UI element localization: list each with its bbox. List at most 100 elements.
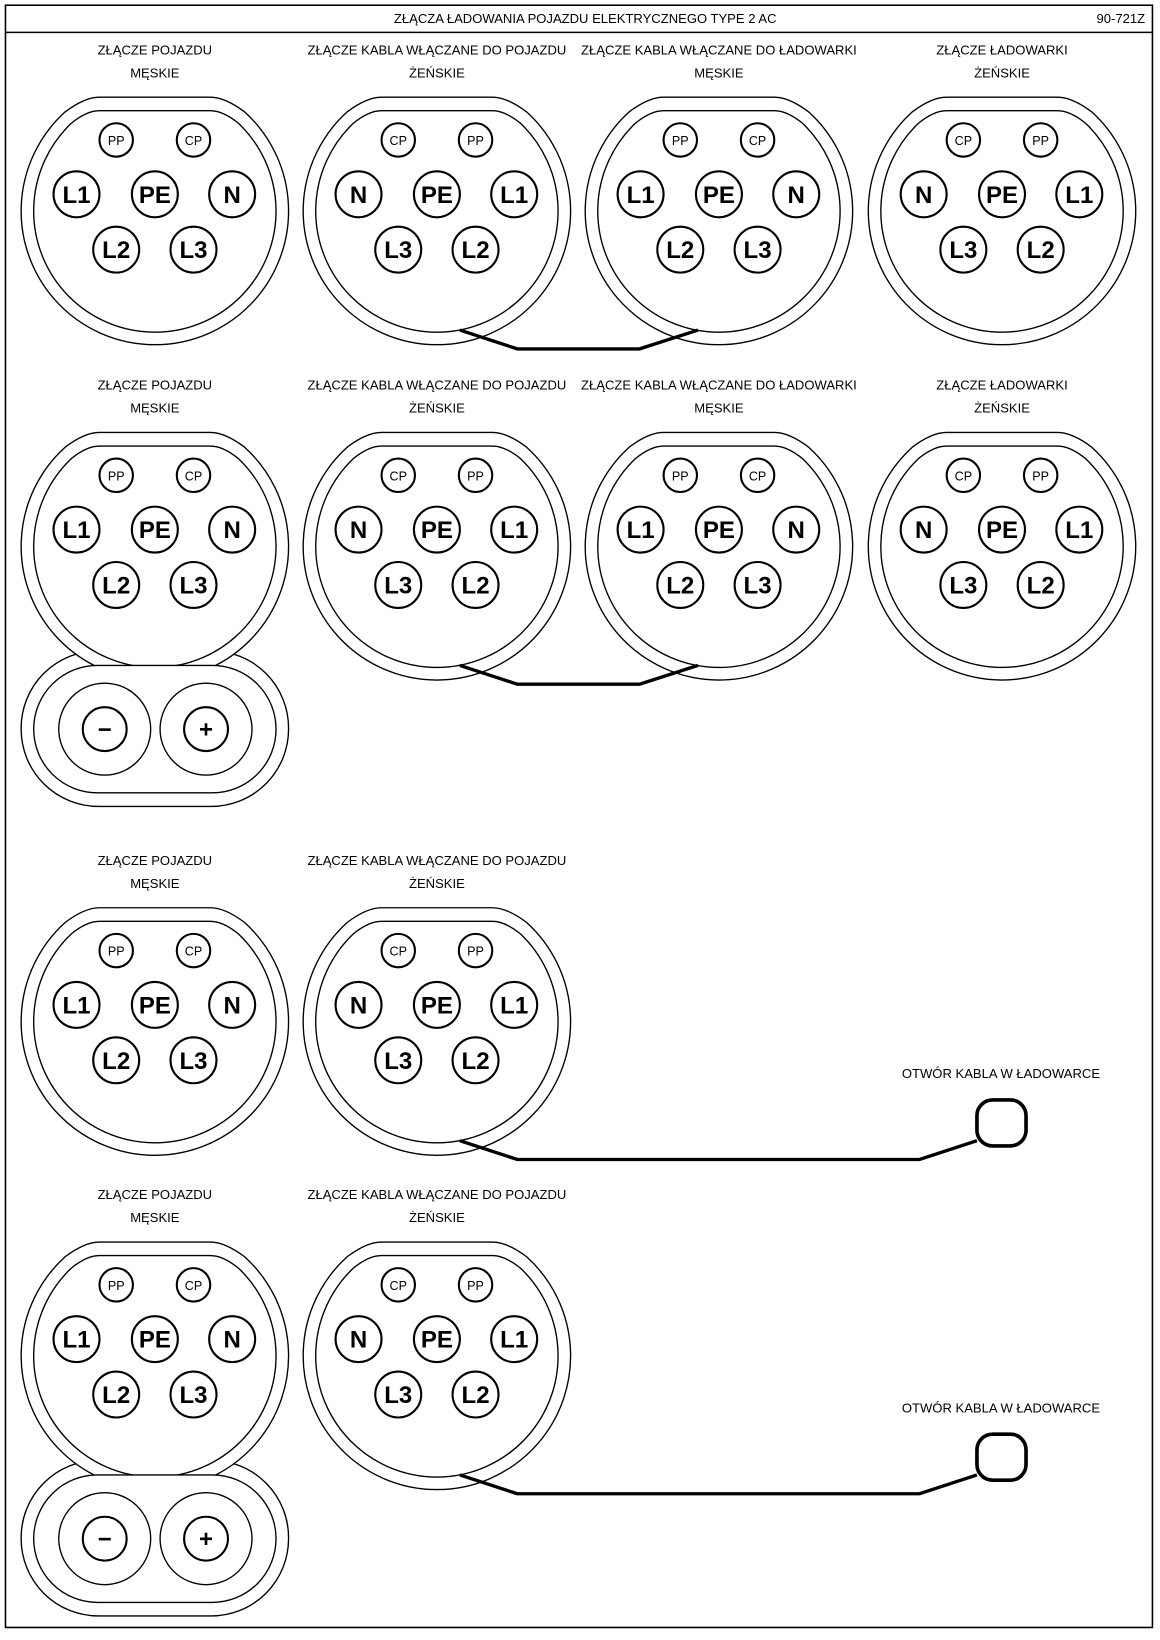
pin-cp: CP xyxy=(945,122,982,158)
pin-label: − xyxy=(98,1526,112,1553)
pin-label: L3 xyxy=(179,237,207,264)
pin-pp: PP xyxy=(457,932,494,969)
pin-contact-icon xyxy=(733,225,782,274)
pin-label: L3 xyxy=(384,1048,412,1075)
pin-label: L1 xyxy=(627,517,655,544)
pin-contact-icon xyxy=(130,170,179,219)
pin-pe: PE xyxy=(412,170,461,219)
pin-label: L3 xyxy=(744,237,772,264)
charging-cable xyxy=(459,663,699,686)
connector-title: ZŁĄCZE KABLA WŁĄCZANE DO POJAZDU xyxy=(307,42,566,57)
pin-contact-icon xyxy=(92,560,141,609)
pin-pp: PP xyxy=(98,1267,134,1303)
pin-n: N xyxy=(208,170,257,219)
pin-plus: + xyxy=(183,1515,230,1562)
pin-label: L1 xyxy=(62,1327,90,1354)
pin-label: L3 xyxy=(384,573,412,600)
pin-contact-icon xyxy=(457,1267,494,1303)
connector-inner-outline xyxy=(315,110,559,333)
connector-title: ZŁĄCZE ŁADOWARKI xyxy=(936,42,1067,57)
pin-contact-icon xyxy=(412,980,461,1029)
cable-opening-icon xyxy=(975,1098,1028,1148)
pin-pp: PP xyxy=(1022,457,1059,494)
pin-pp: PP xyxy=(98,122,134,158)
pin-contact-icon xyxy=(380,122,416,158)
pin-contact-icon xyxy=(208,505,257,554)
pin-label: L3 xyxy=(179,1048,207,1075)
pin-contact-icon xyxy=(1055,170,1104,219)
pin-contact-icon xyxy=(169,560,218,609)
pin-n: N xyxy=(334,505,383,554)
pin-contact-icon xyxy=(739,457,776,494)
pin-contact-icon xyxy=(130,980,179,1029)
connector-gender: MĘSKIE xyxy=(694,65,744,80)
pin-contact-icon xyxy=(977,170,1027,219)
pin-l3: L3 xyxy=(733,225,782,274)
pin-label: L2 xyxy=(666,237,694,264)
pin-label: N xyxy=(223,1327,240,1354)
pin-contact-icon xyxy=(175,1267,212,1303)
pin-contact-icon xyxy=(52,170,101,219)
charging-cable xyxy=(459,1473,978,1496)
pin-label: L3 xyxy=(949,237,977,264)
pin-label: N xyxy=(350,517,367,544)
pin-label: PE xyxy=(421,182,453,209)
pin-l1: L1 xyxy=(616,170,665,219)
charging-cable xyxy=(459,1139,978,1162)
pin-n: N xyxy=(334,1315,383,1364)
pin-l1: L1 xyxy=(490,505,539,554)
connector-inner-outline xyxy=(33,110,277,333)
pin-cp: CP xyxy=(175,932,212,969)
pin-label: L2 xyxy=(1027,573,1055,600)
pin-label: L3 xyxy=(179,1382,207,1409)
cable-opening-label: OTWÓR KABLA W ŁADOWARCE xyxy=(902,1400,1100,1415)
pin-label: PP xyxy=(467,945,484,959)
pin-l3: L3 xyxy=(169,1036,218,1085)
pin-contact-icon xyxy=(169,225,218,274)
connector-inner-outline xyxy=(315,920,559,1144)
pin-label: PP xyxy=(467,134,484,148)
drawing-code: 90-721Z xyxy=(1097,11,1146,26)
connector-title: ZŁĄCZE ŁADOWARKI xyxy=(936,378,1067,393)
pin-label: PE xyxy=(421,992,453,1019)
pin-contact-icon xyxy=(130,1315,179,1364)
pin-label: N xyxy=(915,517,932,544)
pin-label: L2 xyxy=(102,1048,130,1075)
pin-contact-icon xyxy=(334,505,383,554)
connector-title: ZŁĄCZE POJAZDU xyxy=(98,853,213,868)
pin-contact-icon xyxy=(1016,225,1065,274)
pin-label: PP xyxy=(108,469,125,483)
pin-cp: CP xyxy=(945,457,982,494)
pin-label: L3 xyxy=(949,573,977,600)
pin-l1: L1 xyxy=(490,1315,539,1364)
pin-pe: PE xyxy=(977,170,1027,219)
pin-contact-icon xyxy=(451,1036,500,1085)
pin-contact-icon xyxy=(130,505,179,554)
pin-l2: L2 xyxy=(92,225,141,274)
pin-contact-icon xyxy=(374,225,423,274)
pin-contact-icon xyxy=(772,505,821,554)
pin-contact-icon xyxy=(81,1515,128,1562)
pin-l3: L3 xyxy=(374,225,423,274)
pin-label: PE xyxy=(703,182,735,209)
pin-label: L1 xyxy=(62,992,90,1019)
pin-label: N xyxy=(350,1327,367,1354)
pin-cp: CP xyxy=(380,1267,416,1303)
pin-l3: L3 xyxy=(939,560,988,609)
pin-contact-icon xyxy=(98,457,134,494)
pin-contact-icon xyxy=(457,457,494,494)
pin-pp: PP xyxy=(98,457,134,494)
connector-cable-vehicle: ZŁĄCZE KABLA WŁĄCZANE DO POJAZDUŻEŃSKIEC… xyxy=(302,1187,572,1491)
pin-contact-icon xyxy=(52,1315,101,1364)
pin-contact-icon xyxy=(175,457,212,494)
pin-pe: PE xyxy=(412,1315,461,1364)
connector-inner-outline xyxy=(315,445,559,669)
connector-gender: ŻEŃSKIE xyxy=(974,401,1030,416)
